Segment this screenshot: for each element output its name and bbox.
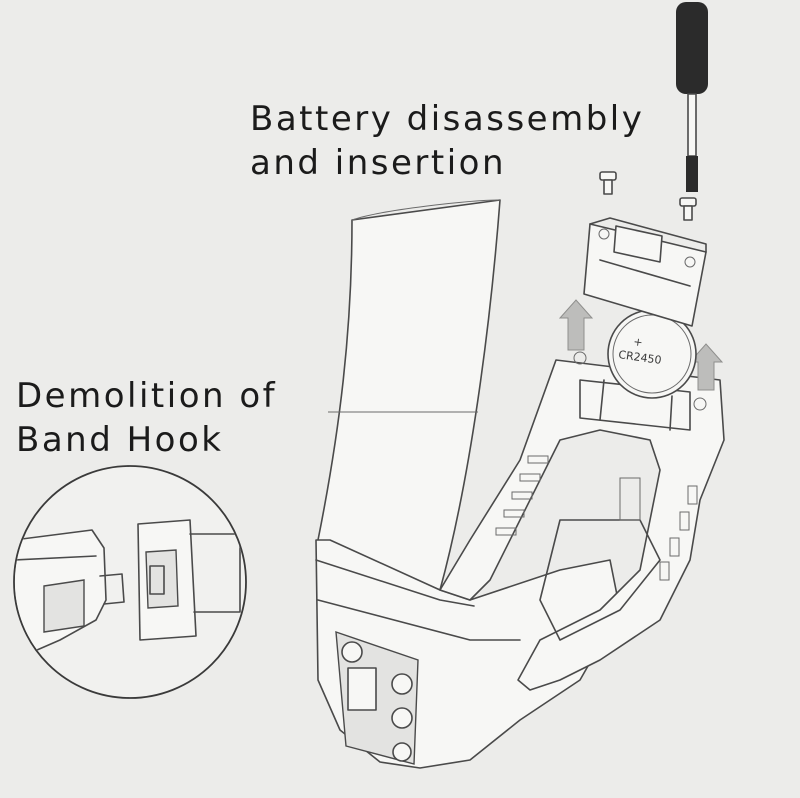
battery-plus-sign: + — [633, 335, 644, 349]
battery-label: CR2450 — [618, 348, 663, 367]
coin-battery: + CR2450 — [607, 309, 697, 399]
screw-right — [679, 197, 697, 221]
button-1 — [341, 641, 363, 663]
display-window — [347, 667, 377, 711]
battery-caption-line-2: and insertion — [250, 143, 507, 183]
hook-caption-line-2: Band Hook — [16, 420, 224, 460]
button-2 — [391, 673, 413, 695]
hook-caption-line-1: Demolition of — [16, 376, 278, 416]
battery-cover — [583, 217, 707, 327]
up-arrow-right — [688, 343, 724, 391]
hook-caption: Demolition of Band Hook — [16, 374, 277, 462]
device-body — [315, 351, 725, 769]
screwdriver — [676, 2, 708, 192]
band — [317, 199, 501, 591]
battery-caption-line-1: Battery disassembly — [250, 99, 645, 139]
up-arrow-left — [558, 299, 594, 351]
button-3 — [391, 707, 413, 729]
button-4 — [392, 742, 412, 762]
hook-detail-circle — [13, 465, 247, 699]
screw-left — [599, 171, 617, 195]
battery-caption: Battery disassembly and insertion — [250, 97, 644, 185]
